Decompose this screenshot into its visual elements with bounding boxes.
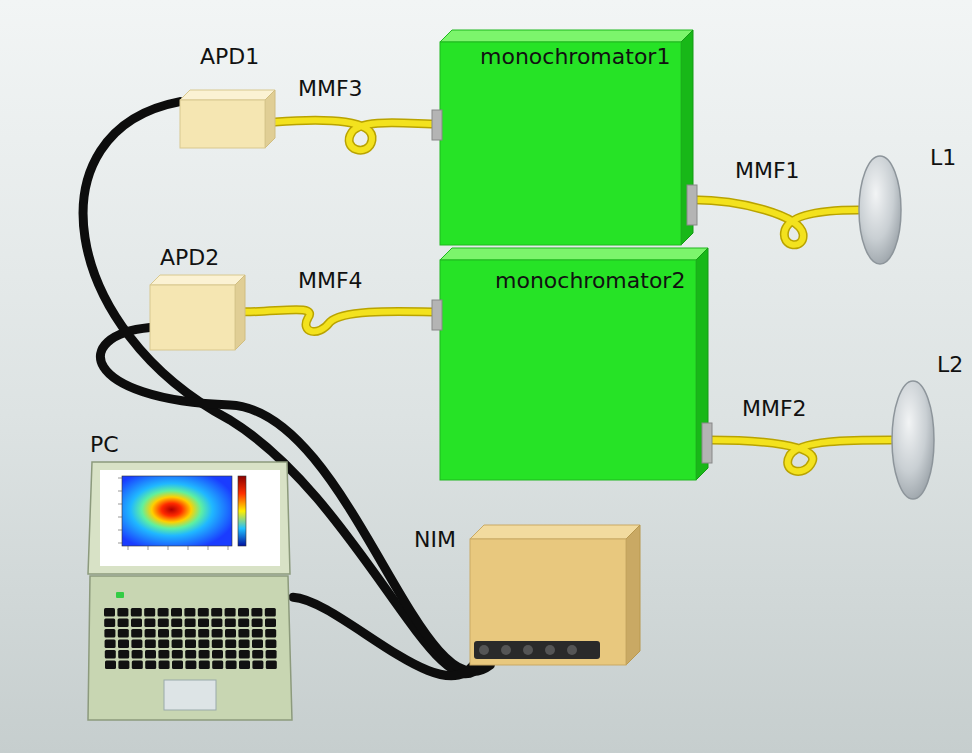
connector-path xyxy=(100,328,490,672)
pc-drawing xyxy=(88,462,293,722)
component-label: NIM xyxy=(414,527,456,553)
component-label: L2 xyxy=(937,352,963,378)
apd-drawing xyxy=(150,275,245,350)
signal-cable xyxy=(293,597,473,676)
apd-drawing xyxy=(180,90,275,148)
fiber-label: MMF4 xyxy=(298,268,363,294)
component-label: PC xyxy=(90,432,119,458)
connector-path xyxy=(275,120,440,150)
monochromator-box: monochromator1 xyxy=(440,30,693,245)
monochromator-box: monochromator2 xyxy=(440,248,708,480)
component-label: monochromator1 xyxy=(480,44,670,70)
component-label: APD1 xyxy=(200,44,259,70)
fiber-label: MMF3 xyxy=(298,76,363,102)
component-label: APD2 xyxy=(160,245,219,271)
fiber-outline xyxy=(708,440,891,471)
optical-fiber xyxy=(693,200,858,245)
lens-drawing xyxy=(858,155,902,265)
fiber-outline xyxy=(245,310,440,332)
component-label: L1 xyxy=(930,145,956,171)
signal-cable xyxy=(100,328,490,672)
component-label: monochromator2 xyxy=(495,268,685,294)
optical-fiber xyxy=(275,120,440,150)
connector-path xyxy=(693,200,858,245)
nim-crate: NIM xyxy=(470,525,640,665)
nim-drawing xyxy=(470,525,640,665)
optical-fiber xyxy=(245,310,440,332)
fiber-outline xyxy=(275,120,440,150)
detector-box: APD1 xyxy=(180,90,275,148)
optical-fiber xyxy=(708,440,891,471)
connector-path xyxy=(708,440,891,471)
lens-symbol: L2 xyxy=(891,380,935,500)
lens-symbol: L1 xyxy=(858,155,902,265)
detector-box: APD2 xyxy=(150,275,245,350)
fiber-label: MMF1 xyxy=(735,158,800,184)
fiber-label: MMF2 xyxy=(742,396,807,422)
connector-path xyxy=(293,597,473,676)
connector-path xyxy=(245,310,440,332)
lens-drawing xyxy=(891,380,935,500)
laptop-symbol: PC xyxy=(88,462,293,722)
fiber-outline xyxy=(693,200,858,245)
